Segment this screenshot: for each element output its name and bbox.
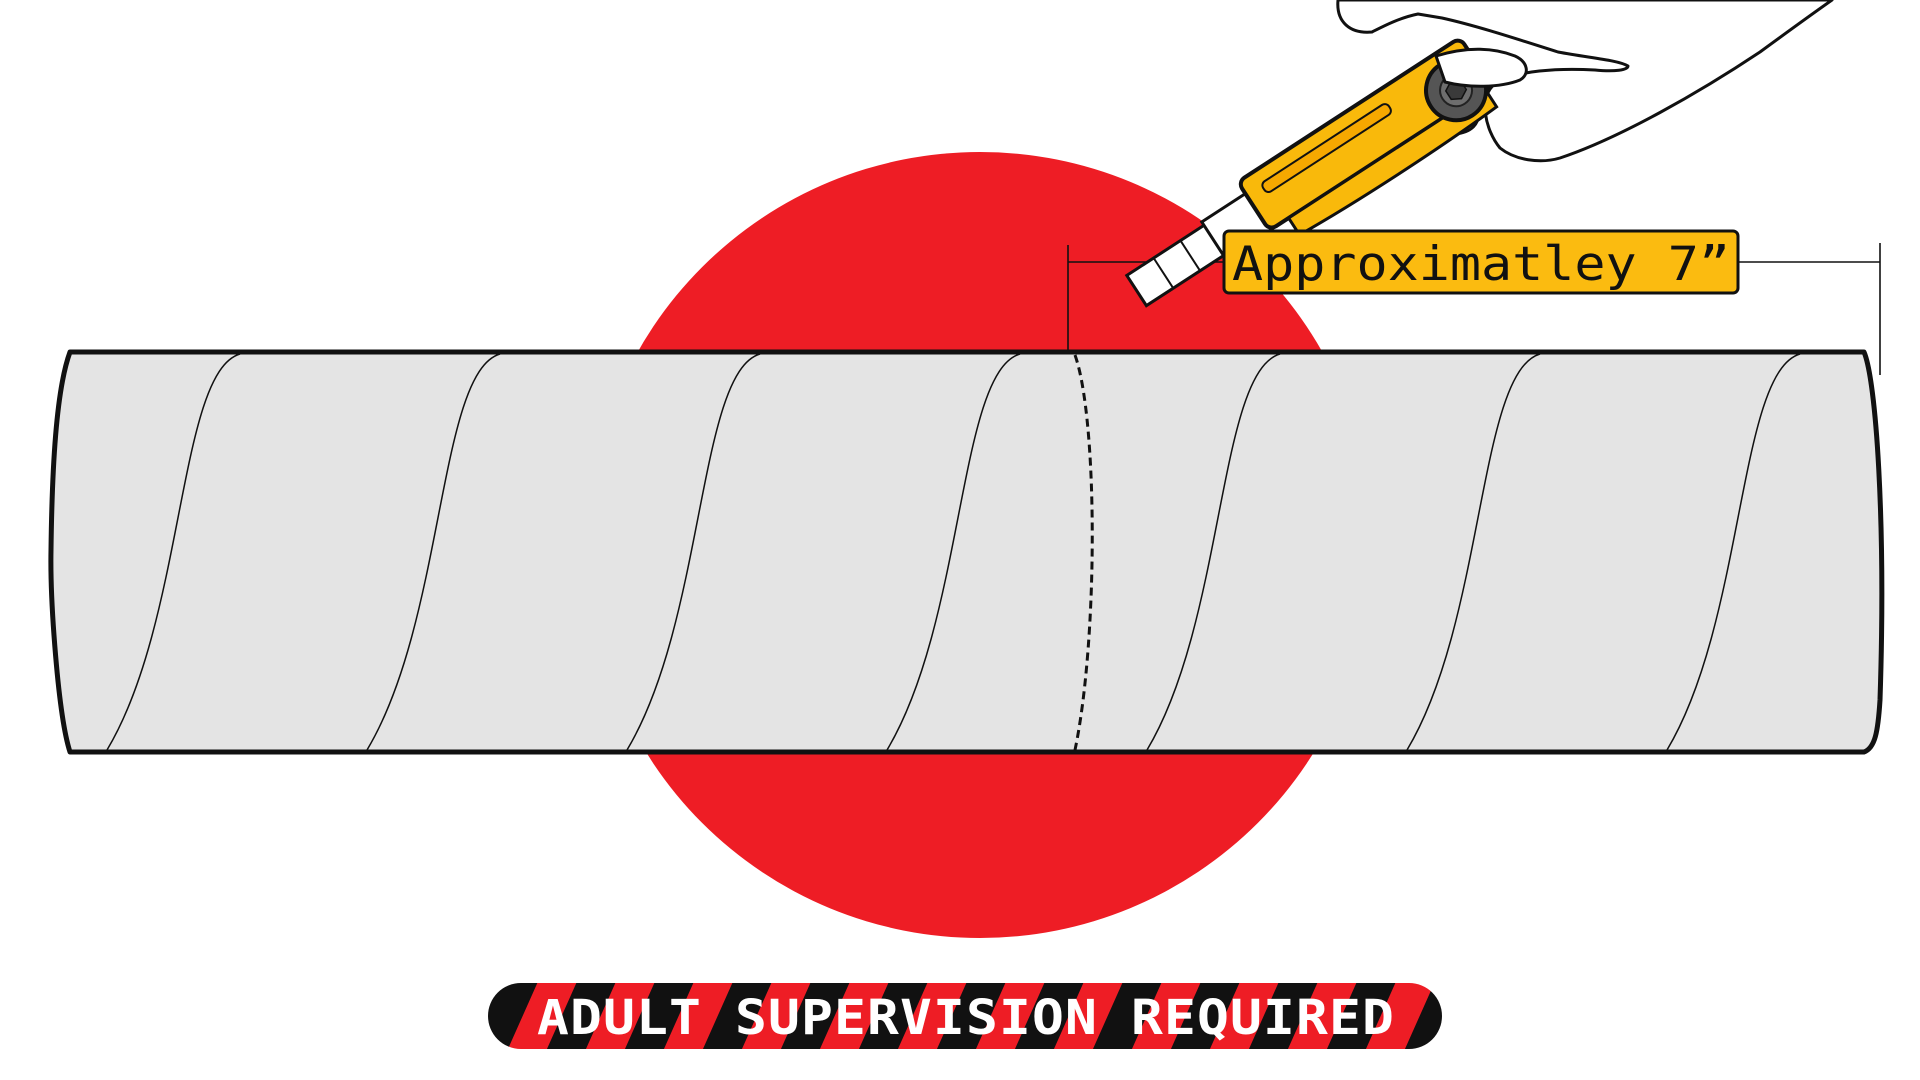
tube-body [48,349,1885,755]
cut-line [1073,354,1094,751]
knife-slider-track [1261,103,1392,194]
measurement-label: Approximatley 7” [1222,229,1740,295]
utility-knife-icon [1124,38,1499,308]
warning-banner-text: ADULT SUPERVISION REQUIRED [537,990,1395,1046]
cardboard-tube [48,349,1885,755]
spiral-seams [106,353,1801,751]
thumb [1434,47,1528,88]
warning-banner: ADULT SUPERVISION REQUIRED [488,983,1442,1049]
measurement-label-text: Approximatley 7” [1232,237,1730,292]
